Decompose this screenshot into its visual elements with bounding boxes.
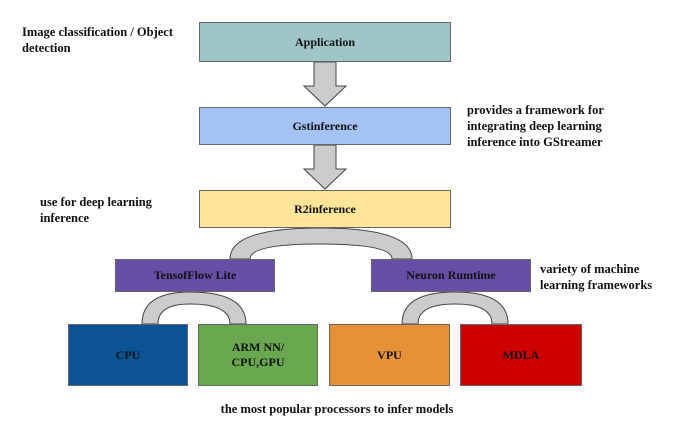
r2inference-note-line1: use for deep learning xyxy=(40,195,152,209)
vpu-label: VPU xyxy=(377,347,402,362)
frameworks-note-line2: learning frameworks xyxy=(540,278,653,292)
cpu-box: CPU xyxy=(68,324,188,386)
frameworks-note-line1: variety of machine xyxy=(540,262,640,276)
arm-nn-label-line1: ARM NN/ xyxy=(231,340,285,354)
neuron-runtime-label: Neuron Rumtime xyxy=(406,268,496,282)
mdla-box: MDLA xyxy=(460,324,582,386)
application-box: Application xyxy=(199,22,451,62)
arrow-application-to-gstinference xyxy=(302,61,348,107)
neuron-runtime-box: Neuron Rumtime xyxy=(371,259,531,292)
r2inference-box: R2inference xyxy=(199,190,451,228)
gstinference-note-line1: provides a framework for xyxy=(467,103,604,117)
gstinference-note-line2: integrating deep learning xyxy=(467,119,602,133)
r2inference-note-line2: inference xyxy=(40,211,90,225)
processors-caption-text: the most popular processors to infer mod… xyxy=(220,402,454,416)
gstinference-note: provides a framework for integrating dee… xyxy=(467,102,604,150)
arrow-gstinference-to-r2inference xyxy=(302,144,348,190)
arch-tflite-to-processors xyxy=(141,291,247,325)
application-label: Application xyxy=(294,34,355,49)
arch-neuron-to-processors xyxy=(401,291,509,325)
r2inference-label: R2inference xyxy=(294,201,356,216)
processors-caption: the most popular processors to infer mod… xyxy=(0,401,674,417)
frameworks-note: variety of machine learning frameworks xyxy=(540,261,652,293)
gstinference-note-line3: inference into GStreamer xyxy=(467,135,603,149)
arch-r2inference-to-frameworks xyxy=(229,227,413,260)
vpu-box: VPU xyxy=(329,324,450,386)
cpu-label: CPU xyxy=(115,347,141,362)
tensorflow-lite-label: TensofFlow Lite xyxy=(153,268,237,282)
arm-nn-box: ARM NN/ CPU,GPU xyxy=(198,324,318,386)
arm-nn-label: ARM NN/ CPU,GPU xyxy=(232,340,285,370)
gstinference-label: Gstinference xyxy=(292,118,358,133)
gstinference-box: Gstinference xyxy=(199,107,451,145)
r2inference-note: use for deep learning inference xyxy=(40,194,152,226)
application-note: Image classification / Object detection xyxy=(22,24,173,56)
arm-nn-label-line2: CPU,GPU xyxy=(231,355,285,369)
application-note-line1: Image classification / Object xyxy=(22,25,174,39)
tensorflow-lite-box: TensofFlow Lite xyxy=(115,259,275,292)
mdla-label: MDLA xyxy=(502,347,540,362)
application-note-line2: detection xyxy=(22,41,71,55)
